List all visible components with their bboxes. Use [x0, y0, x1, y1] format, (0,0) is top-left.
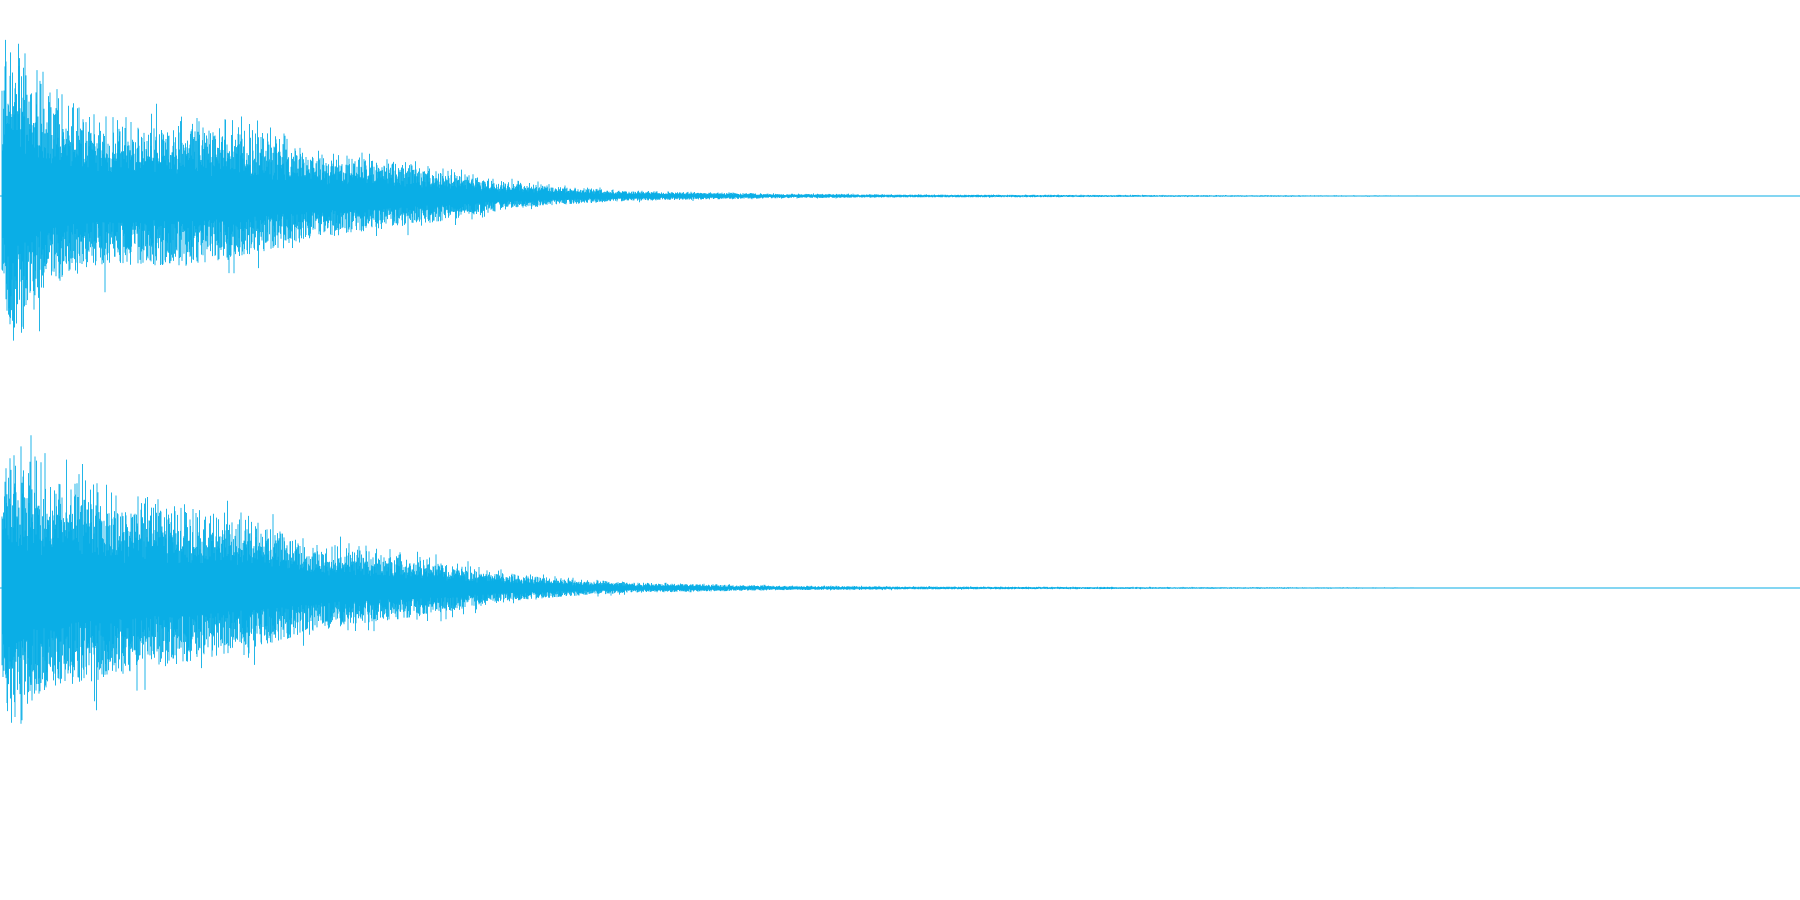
waveform-samples	[1, 435, 1426, 724]
channel-1-waveform	[0, 39, 1800, 341]
channel-2-waveform	[0, 435, 1800, 724]
waveform-samples	[1, 39, 1418, 341]
